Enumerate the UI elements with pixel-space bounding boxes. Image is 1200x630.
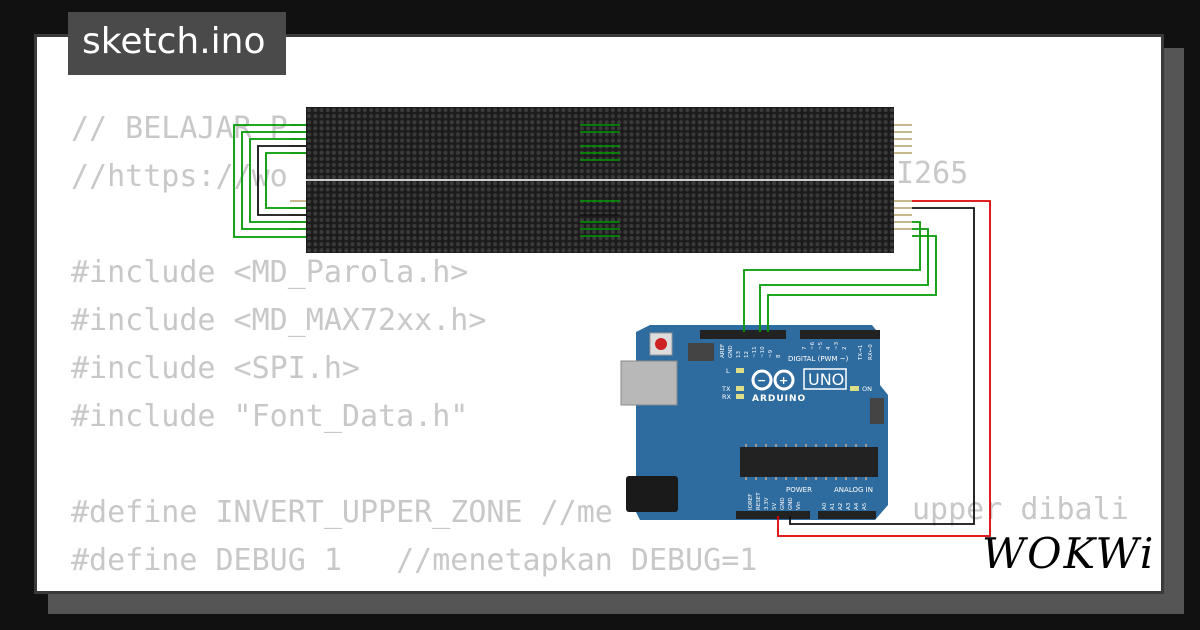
led-tx-label: TX xyxy=(721,385,731,393)
file-tab-title: sketch.ino xyxy=(82,21,266,62)
wires-center xyxy=(580,124,620,237)
file-tab[interactable]: sketch.ino xyxy=(68,12,286,75)
led-rx xyxy=(736,394,744,399)
led-l-label: L xyxy=(726,367,730,375)
svg-text:13: 13 xyxy=(736,351,742,358)
power-header-pin-labels: IOREF RESET 3.3V 5V GND GND Vin xyxy=(748,492,802,510)
svg-text:~3: ~3 xyxy=(834,341,840,350)
svg-text:~5: ~5 xyxy=(818,341,824,350)
plus-sign: + xyxy=(779,374,788,387)
power-header xyxy=(736,511,810,519)
svg-text:GND: GND xyxy=(780,497,786,510)
code-line: #define DEBUG 1 //menetapkan DEBUG=1 xyxy=(71,543,758,578)
svg-text:RX←0: RX←0 xyxy=(868,344,874,360)
atmega-chip xyxy=(740,447,878,477)
svg-text:5V: 5V xyxy=(772,503,778,510)
code-line: #define INVERT_UPPER_ZONE //me xyxy=(71,495,613,530)
code-line: #include <SPI.h> xyxy=(71,351,360,386)
svg-text:GND: GND xyxy=(788,497,794,510)
svg-text:~10: ~10 xyxy=(760,346,766,358)
digital-label: DIGITAL (PWM ~) xyxy=(788,355,849,363)
uno-label: UNO xyxy=(808,370,844,389)
digital-header-pin-labels: AREF GND 13 12 ~11 ~10 ~9 8 7 ~6 ~5 4 ~3… xyxy=(720,341,874,361)
arduino-infinity-logo xyxy=(751,369,795,391)
code-editor: // BELAJAR P //https://wo #include <MD_Par… xyxy=(71,105,757,585)
code-line: // BELAJAR P xyxy=(71,111,288,146)
arduino-brand-label: ARDUINO xyxy=(752,394,806,404)
svg-text:IOREF: IOREF xyxy=(748,494,754,510)
code-line: #include <MD_MAX72xx.h> xyxy=(71,303,487,338)
code-line: #include <MD_Parola.h> xyxy=(71,255,469,290)
power-label: POWER xyxy=(786,486,812,494)
minus-sign: − xyxy=(757,374,766,387)
arduino-uno-board[interactable]: AREF GND 13 12 ~11 ~10 ~9 8 7 ~6 ~5 4 ~3… xyxy=(620,325,888,520)
icsp2-header xyxy=(870,398,884,424)
led-l xyxy=(736,368,744,373)
power-jack xyxy=(626,476,678,512)
svg-text:A1: A1 xyxy=(830,503,836,510)
analog-label: ANALOG IN xyxy=(834,486,873,494)
svg-text:RESET: RESET xyxy=(756,492,762,510)
analog-header-pin-labels: A0 A1 A2 A3 A4 A5 xyxy=(822,502,868,510)
svg-text:Vin: Vin xyxy=(796,501,802,510)
svg-text:~6: ~6 xyxy=(810,341,816,350)
svg-text:~9: ~9 xyxy=(768,349,774,358)
digital-header-left xyxy=(700,330,786,339)
svg-text:A2: A2 xyxy=(838,503,844,510)
wokwi-logo: WOKWi xyxy=(982,529,1155,578)
svg-text:2: 2 xyxy=(842,347,848,351)
digital-header-right xyxy=(800,330,880,339)
svg-text:TX→1: TX→1 xyxy=(858,345,864,361)
svg-text:8: 8 xyxy=(776,354,782,358)
led-on xyxy=(850,386,859,391)
code-fragment: I265 xyxy=(896,156,968,191)
svg-text:4: 4 xyxy=(826,346,832,350)
svg-text:AREF: AREF xyxy=(720,344,726,358)
led-matrix-bottom[interactable] xyxy=(306,181,894,253)
matrix-pins-left xyxy=(290,124,306,230)
svg-text:A4: A4 xyxy=(854,502,860,510)
led-rx-label: RX xyxy=(722,393,732,401)
svg-text:A0: A0 xyxy=(822,502,828,510)
wires-to-arduino xyxy=(743,200,991,537)
led-tx xyxy=(736,386,744,391)
uno-badge xyxy=(803,368,847,390)
svg-text:~11: ~11 xyxy=(752,346,758,358)
code-line: #include "Font_Data.h" xyxy=(71,399,469,434)
usb-port xyxy=(620,360,678,406)
code-fragment: upper dibali xyxy=(912,492,1129,527)
wires-left-loop xyxy=(233,124,306,238)
code-line: //https://wo xyxy=(71,159,288,194)
analog-header xyxy=(818,511,876,519)
on-label: ON xyxy=(862,385,872,393)
led-matrix-top[interactable] xyxy=(306,107,894,179)
matrix-pins-right xyxy=(894,124,912,230)
svg-text:GND: GND xyxy=(728,345,734,358)
reset-button-cap xyxy=(655,338,667,350)
svg-text:7: 7 xyxy=(802,346,808,350)
svg-text:A5: A5 xyxy=(862,502,868,510)
icsp-header xyxy=(688,343,714,361)
svg-text:A3: A3 xyxy=(846,502,852,510)
svg-text:3.3V: 3.3V xyxy=(764,497,770,510)
svg-text:12: 12 xyxy=(744,351,750,358)
